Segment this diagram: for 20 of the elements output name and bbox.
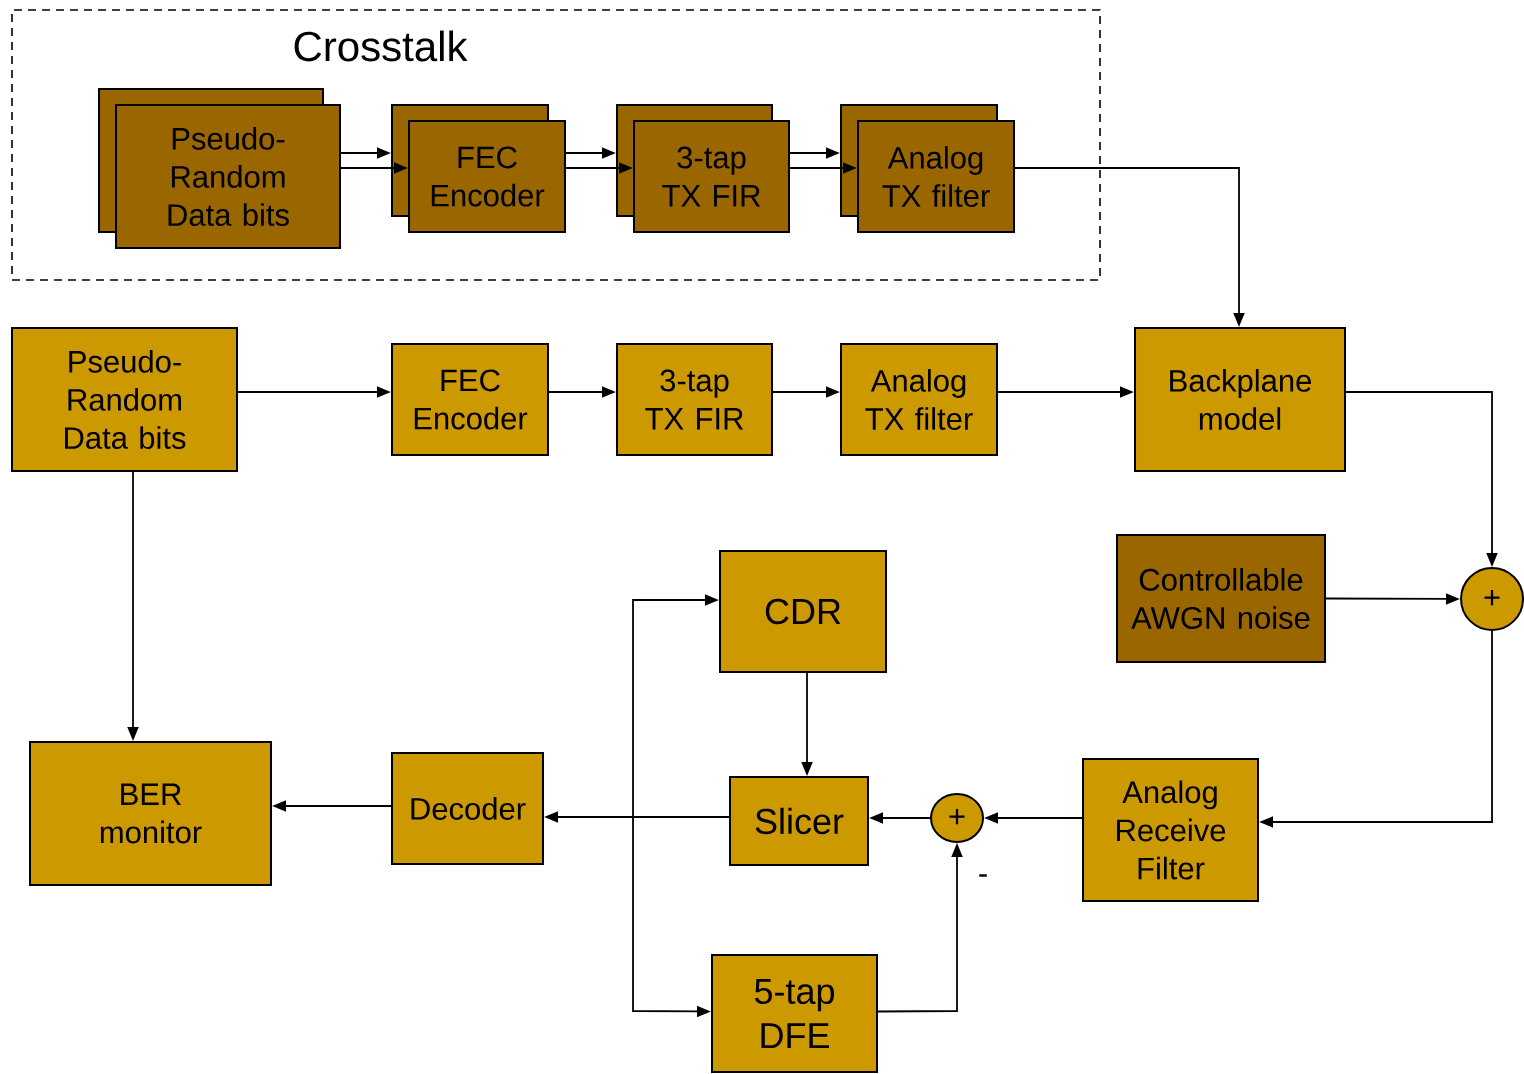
summing-junction: + <box>930 793 984 843</box>
stacked-box: Analog TX filter <box>840 104 1015 233</box>
process-box: 3-tap TX FIR <box>616 343 773 456</box>
sign-label: - <box>979 874 987 877</box>
process-box: Controllable AWGN noise <box>1116 534 1326 663</box>
process-box: Decoder <box>391 752 544 865</box>
process-box: Analog TX filter <box>840 343 998 456</box>
process-box: Slicer <box>729 776 869 866</box>
process-box: 5-tap DFE <box>711 954 878 1073</box>
summing-junction: + <box>1460 567 1524 631</box>
process-box: FEC Encoder <box>391 343 549 456</box>
stacked-box: Pseudo-Random Data bits <box>98 88 341 249</box>
process-box: Backplane model <box>1134 327 1346 472</box>
process-box: BER monitor <box>29 741 272 886</box>
process-box: Analog Receive Filter <box>1082 758 1259 902</box>
stacked-box: FEC Encoder <box>391 104 566 233</box>
process-box: Pseudo-Random Data bits <box>11 327 238 472</box>
stacked-box: 3-tap TX FIR <box>616 104 790 233</box>
frame-title: Crosstalk <box>294 30 468 62</box>
process-box: CDR <box>719 550 887 673</box>
